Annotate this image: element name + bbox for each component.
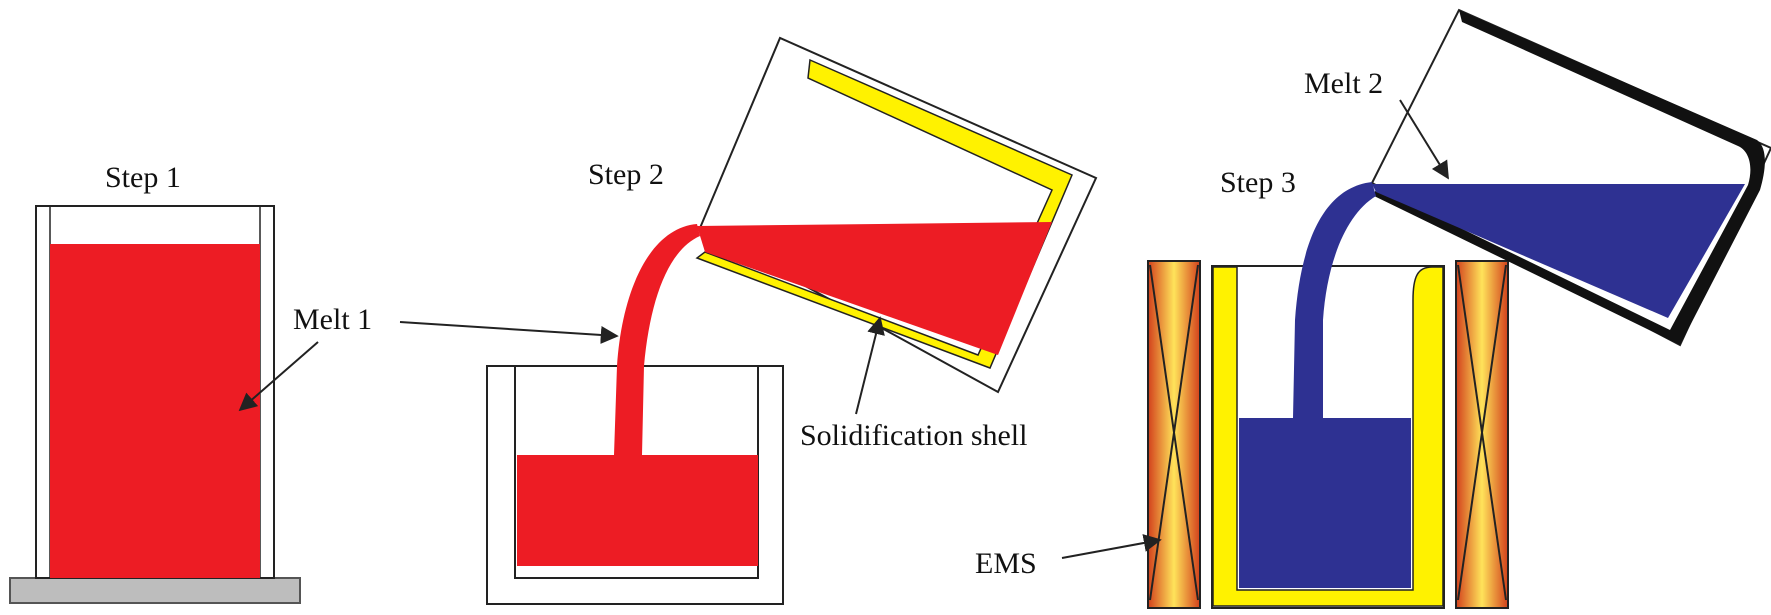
melt1-label: Melt 1 bbox=[293, 303, 372, 336]
step2-receiver-melt bbox=[517, 455, 758, 566]
step1-base-plate bbox=[9, 577, 301, 604]
ems-coil-right-cross2 bbox=[1457, 264, 1507, 601]
melt2-label: Melt 2 bbox=[1304, 67, 1383, 100]
step3-pour-stream bbox=[1293, 182, 1376, 418]
step2-tilted-crucible-body bbox=[698, 36, 1098, 394]
step2-pour-stream bbox=[614, 224, 700, 455]
step1-melt bbox=[50, 244, 260, 578]
step3-label: Step 3 bbox=[1220, 166, 1296, 199]
step3-melt bbox=[1239, 418, 1411, 588]
step3-solidification-shell bbox=[1212, 266, 1444, 607]
ems-label: EMS bbox=[975, 547, 1037, 580]
melt1-arrow-step1 bbox=[238, 341, 319, 412]
solidification-shell-arrow bbox=[855, 316, 885, 415]
step2-tilted-melt bbox=[697, 222, 1052, 355]
melt1-arrow-stream bbox=[399, 321, 619, 344]
step1-group: Step 1 bbox=[9, 161, 301, 604]
solidification-shell-label: Solidification shell bbox=[800, 419, 1027, 452]
step3-tilted-melt bbox=[1372, 184, 1745, 318]
step3-group: Step 3 bbox=[1147, 8, 1771, 609]
step2-label: Step 2 bbox=[588, 158, 664, 191]
step1-label: Step 1 bbox=[105, 161, 181, 194]
step2-group: Step 2 bbox=[486, 36, 1098, 605]
melt2-arrow bbox=[1399, 99, 1449, 180]
ems-arrow bbox=[1061, 534, 1162, 559]
